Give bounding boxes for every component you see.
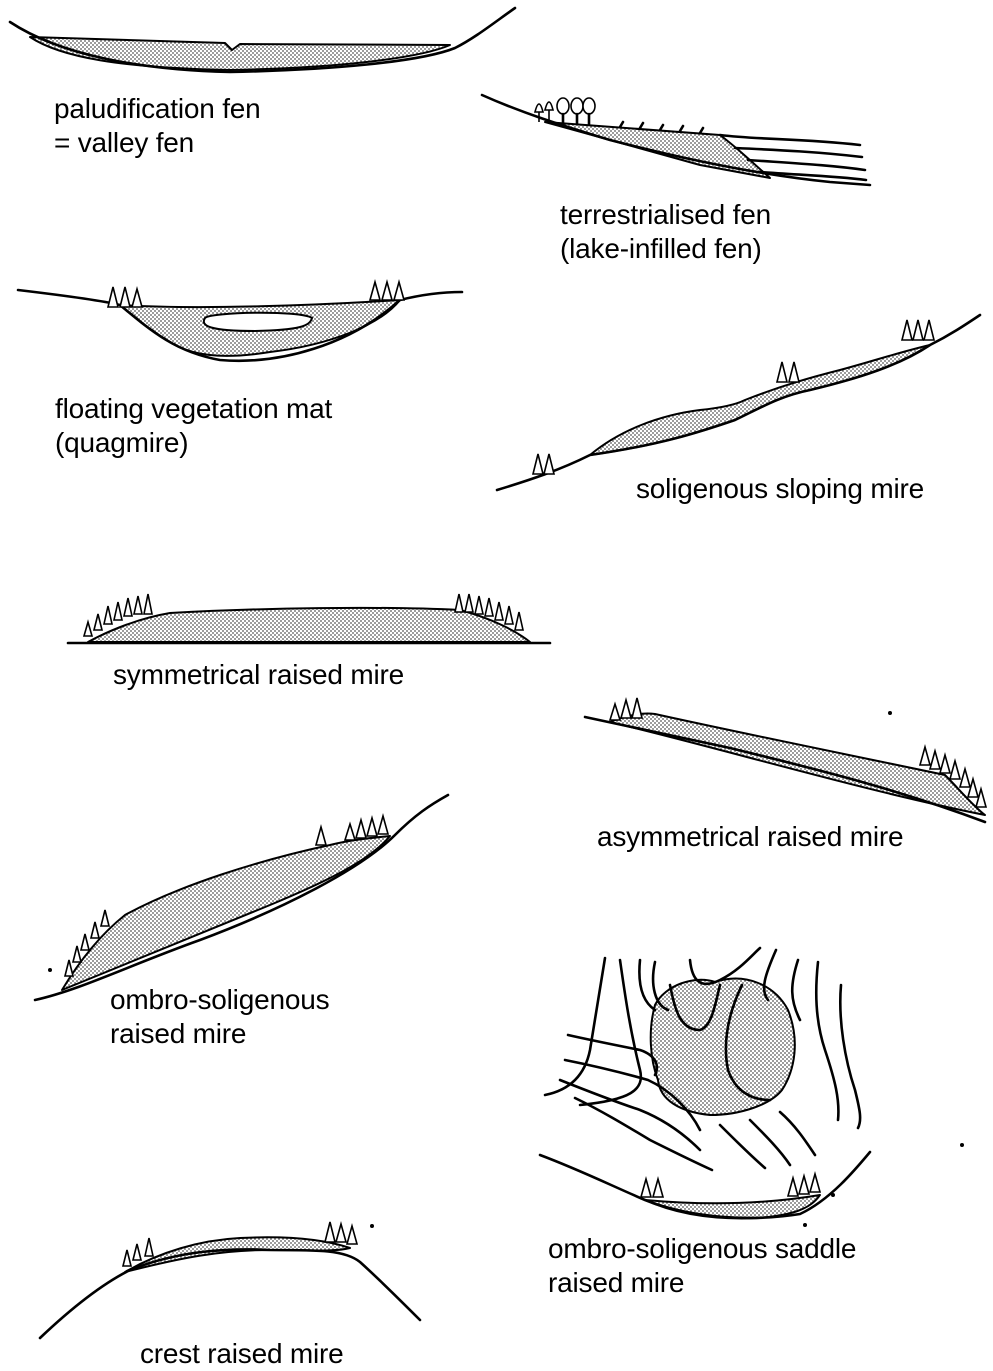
- label-line: crest raised mire: [140, 1337, 344, 1371]
- speck: [960, 1143, 964, 1147]
- open-water-pool: [204, 313, 312, 331]
- label-line: terrestrialised fen: [560, 198, 771, 232]
- label-line: raised mire: [548, 1266, 856, 1300]
- label-saddle-mire: ombro-soligenous saddle raised mire: [548, 1232, 856, 1300]
- label-symmetrical-mire: symmetrical raised mire: [113, 658, 404, 692]
- label-line: symmetrical raised mire: [113, 658, 404, 692]
- speck: [370, 1224, 374, 1228]
- tree-cluster: [533, 454, 554, 474]
- label-line: soligenous sloping mire: [636, 472, 924, 506]
- peat-body: [30, 37, 450, 70]
- label-line: floating vegetation mat: [55, 392, 332, 426]
- label-terrestrialised-fen: terrestrialised fen (lake-infilled fen): [560, 198, 771, 266]
- speck: [831, 1193, 835, 1197]
- tree-cluster: [641, 1179, 663, 1197]
- label-crest-mire: crest raised mire: [140, 1337, 344, 1371]
- speck: [48, 968, 52, 972]
- tree-cluster: [325, 1222, 357, 1244]
- label-asymmetrical-mire: asymmetrical raised mire: [597, 820, 903, 854]
- symmetrical-mire-profile: [68, 594, 550, 643]
- tree-cluster: [370, 282, 404, 300]
- tree-cluster: [788, 1174, 820, 1196]
- crest-mire-profile: [40, 1222, 420, 1338]
- ombro-soligenous-profile: [35, 795, 448, 1000]
- peat-body: [590, 345, 930, 455]
- label-line: paludification fen: [54, 92, 261, 126]
- label-line: (quagmire): [55, 426, 332, 460]
- peat-body: [125, 1237, 350, 1272]
- speck: [803, 1223, 807, 1227]
- label-valley-fen: paludification fen = valley fen: [54, 92, 261, 160]
- label-floating-mat: floating vegetation mat (quagmire): [55, 392, 332, 460]
- tree-cluster: [316, 827, 326, 845]
- tree-cluster: [777, 362, 799, 382]
- saddle-mire-map: [545, 948, 860, 1170]
- label-line: = valley fen: [54, 126, 261, 160]
- tree-cluster: [610, 698, 642, 720]
- peat-body: [88, 608, 530, 642]
- label-sloping-mire: soligenous sloping mire: [636, 472, 924, 506]
- ground-line: [40, 1249, 420, 1338]
- tree-cluster: [902, 320, 934, 340]
- tree-cluster: [108, 287, 142, 307]
- label-line: raised mire: [110, 1017, 329, 1051]
- terrestrialised-fen-profile: [482, 95, 870, 185]
- label-ombro-soligenous: ombro-soligenous raised mire: [110, 983, 329, 1051]
- label-line: asymmetrical raised mire: [597, 820, 903, 854]
- sloping-mire-profile: [497, 315, 980, 490]
- speck: [888, 711, 892, 715]
- label-line: (lake-infilled fen): [560, 232, 771, 266]
- peat-body: [62, 836, 390, 990]
- floating-mat-profile: [18, 282, 462, 361]
- ground-line: [585, 717, 985, 822]
- valley-fen-profile: [10, 8, 515, 72]
- label-line: ombro-soligenous saddle: [548, 1232, 856, 1266]
- asymmetrical-mire-profile: [585, 698, 986, 822]
- label-line: ombro-soligenous: [110, 983, 329, 1017]
